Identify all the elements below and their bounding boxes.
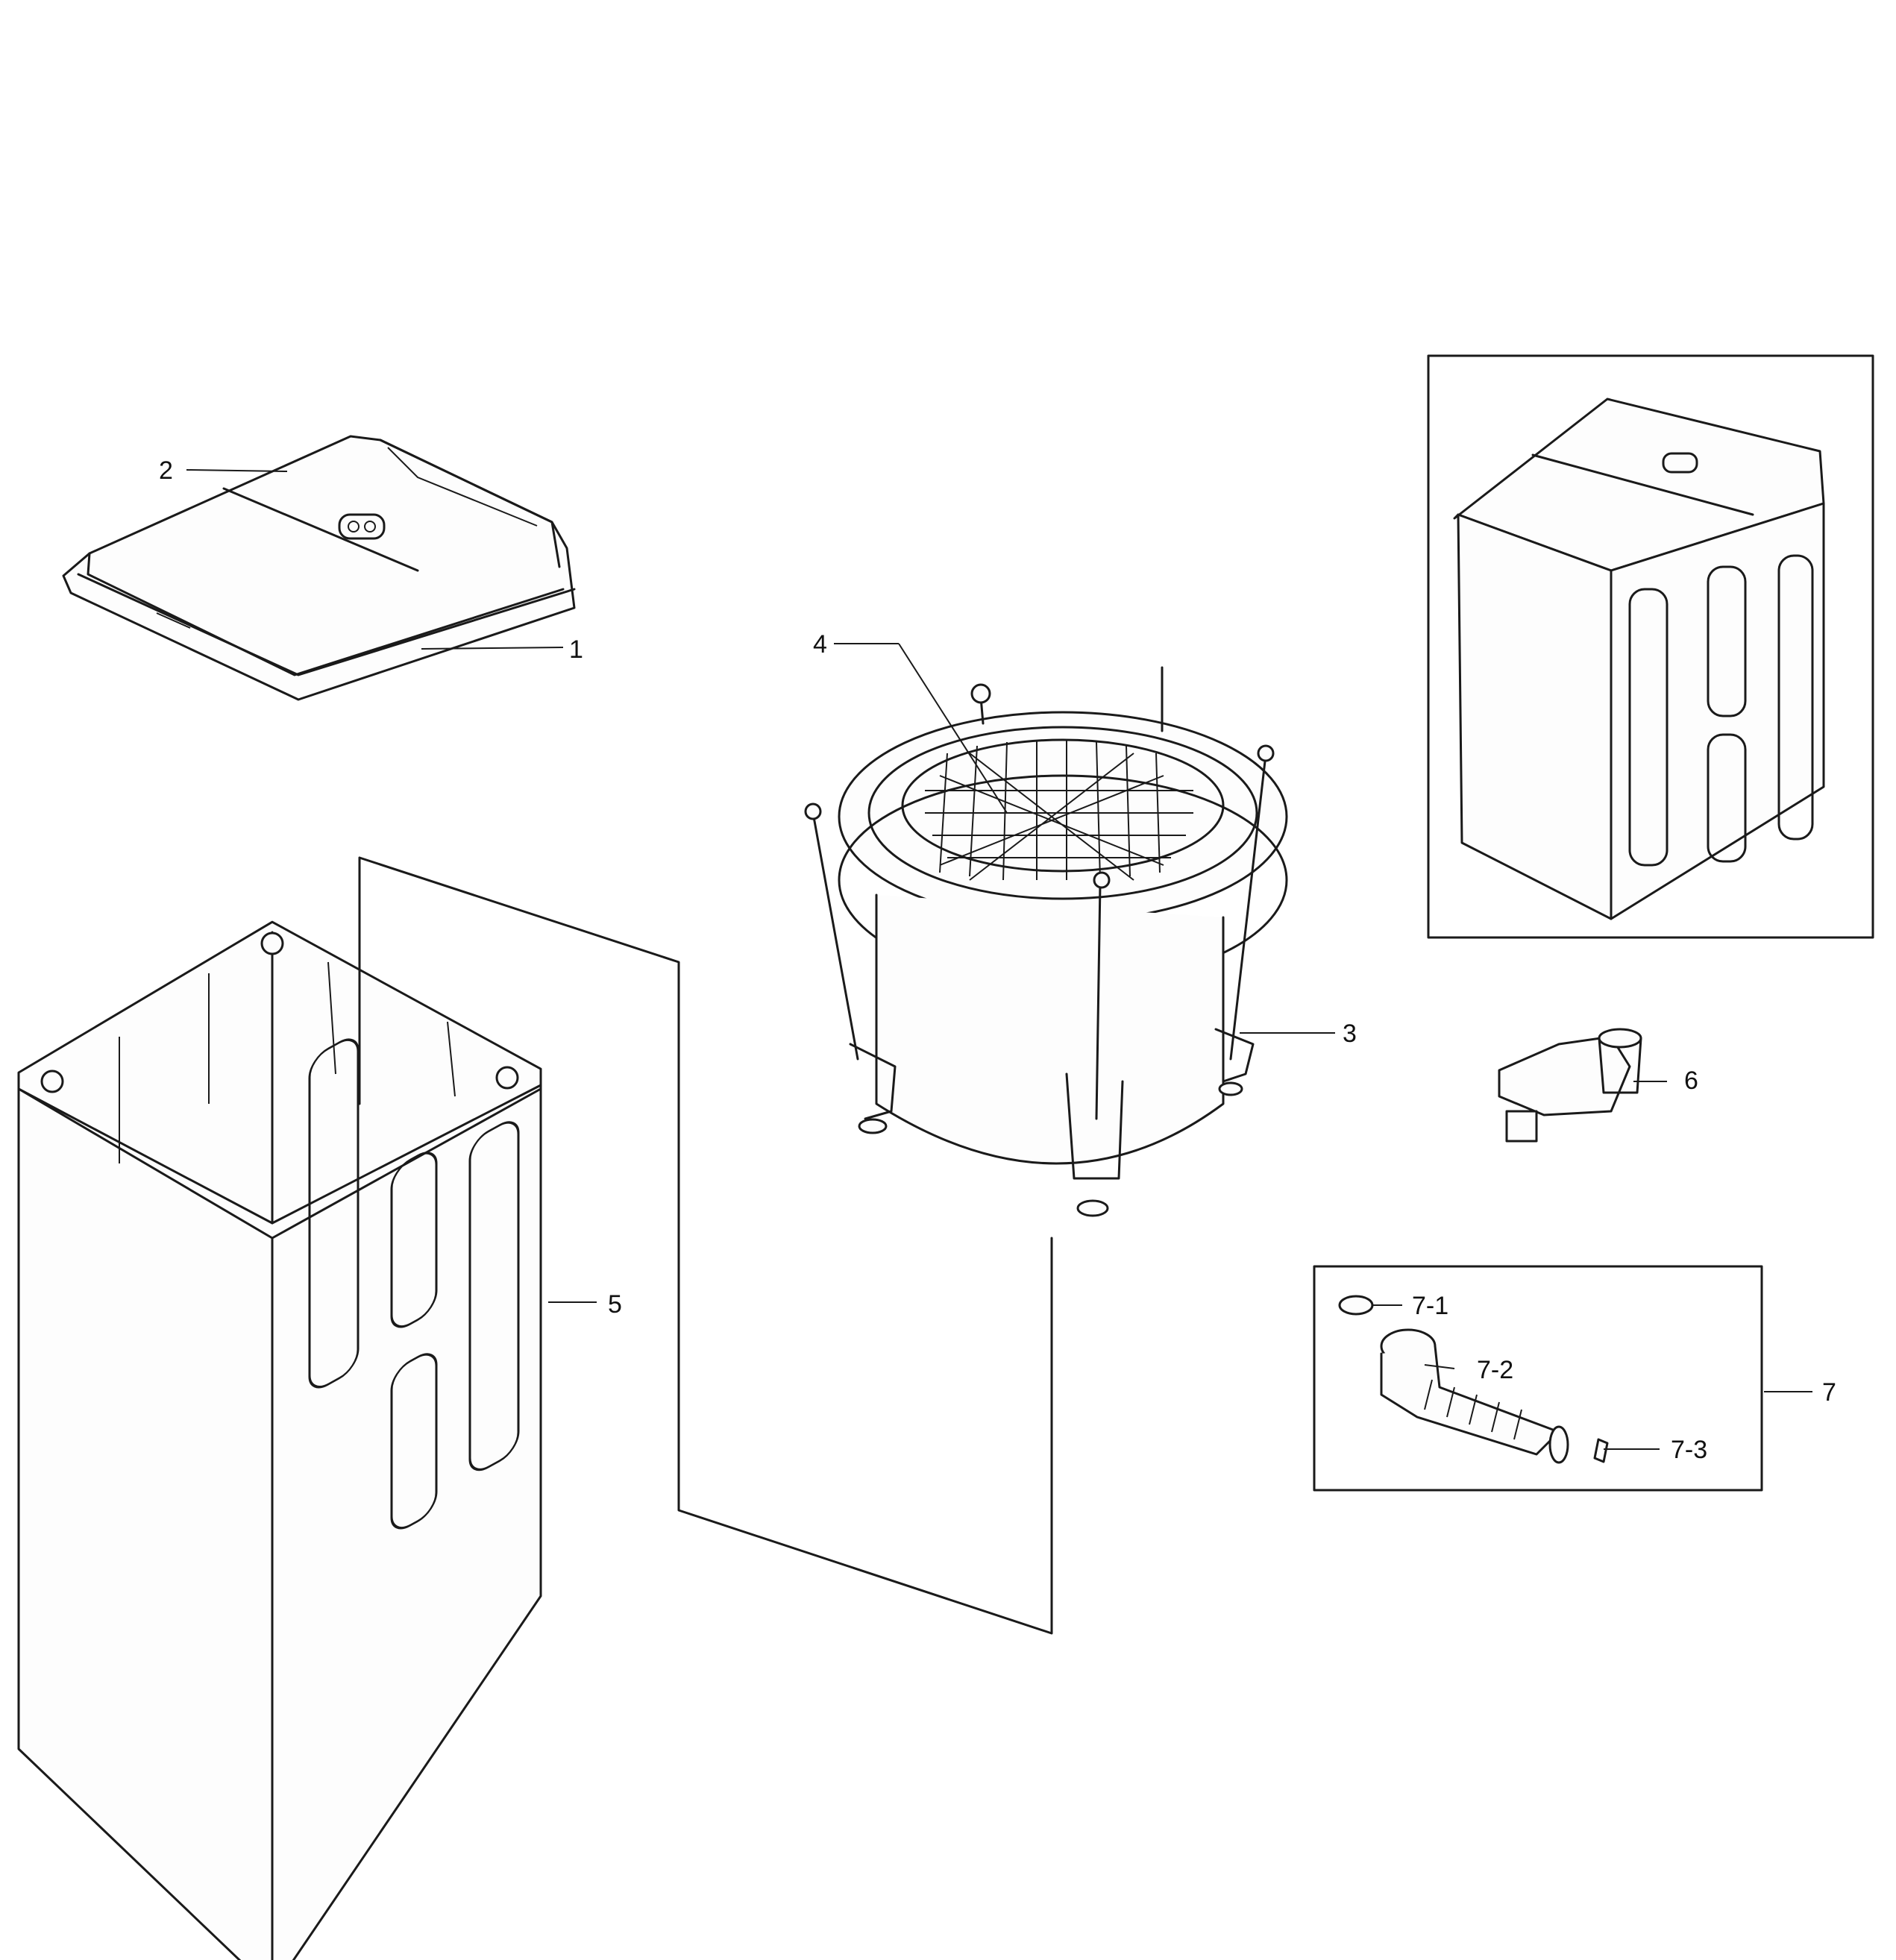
drain-hose-kit [1313,1265,1763,1492]
callout-2: 2 [159,456,173,485]
callout-1: 1 [569,635,583,664]
callout-7-3: 7-3 [1671,1436,1707,1464]
explode-guide-lines [358,856,1053,1635]
small-clip [1593,1438,1609,1463]
top-lid-assembly [62,435,576,701]
callout-4: 4 [813,630,827,659]
callout-labels: 2 1 4 3 5 6 7 7-1 7-2 7-3 [159,456,1836,1464]
callout-3: 3 [1343,1020,1357,1048]
hose-clamp [1338,1295,1374,1316]
callout-7-1: 7-1 [1412,1292,1448,1320]
tub-assembly [804,666,1288,1217]
callout-6: 6 [1684,1067,1698,1095]
callout-7-2: 7-2 [1477,1356,1513,1384]
cabinet [17,920,542,1960]
assembled-view-inset [1427,354,1874,939]
hose-corrugation [1424,1379,1522,1440]
drain-pump [1498,1028,1642,1143]
callout-5: 5 [608,1290,622,1319]
callout-7: 7 [1822,1378,1836,1407]
hose-kit-box [1313,1265,1763,1492]
leader-lines [186,469,1812,1450]
